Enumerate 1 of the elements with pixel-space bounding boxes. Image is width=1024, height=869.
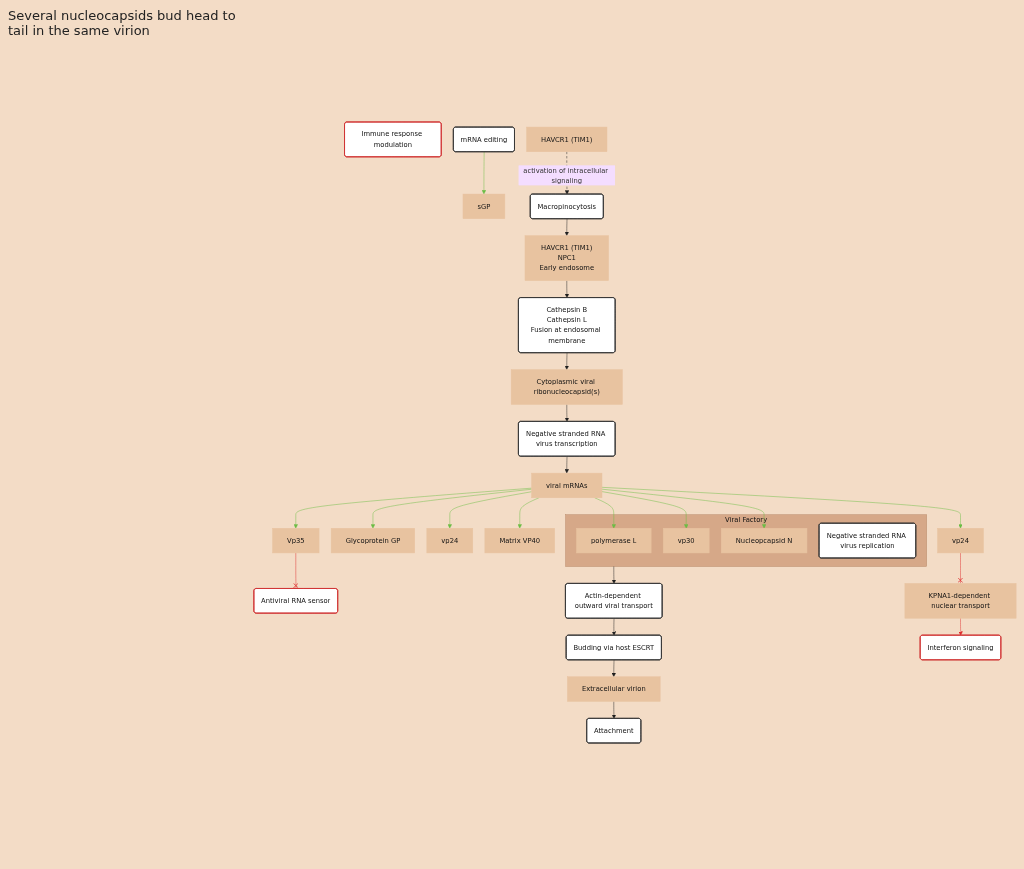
note-text: Several nucleocapsids bud head to tail in the same virion <box>8 8 237 38</box>
